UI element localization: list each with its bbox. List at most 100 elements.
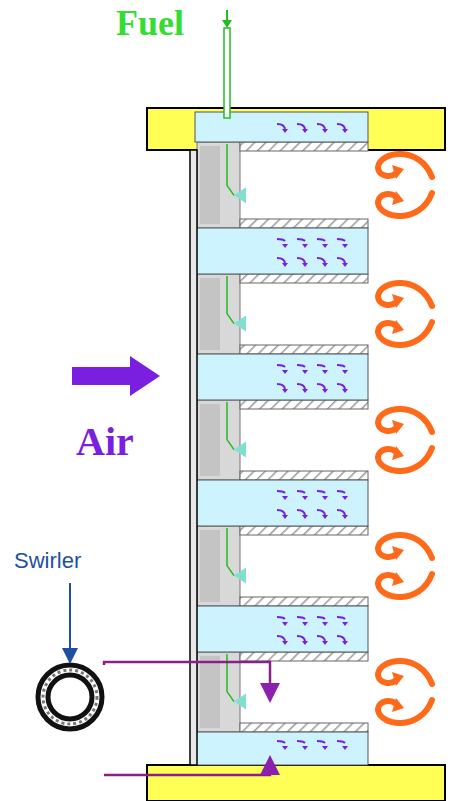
air-channel: [195, 228, 368, 274]
flame-swirl-head: [392, 672, 404, 686]
fuel-manifold: [200, 530, 220, 602]
air-jet: [317, 491, 325, 493]
air-channel: [195, 480, 368, 526]
air-jet-head: [342, 263, 348, 267]
air-jet-head: [342, 515, 348, 519]
air-jet-head: [342, 641, 348, 645]
air-jet-head: [322, 746, 328, 750]
liner: [240, 345, 368, 354]
top-plate: [147, 108, 445, 150]
fuel-line: [227, 276, 234, 324]
swirler-vanes: [43, 670, 97, 724]
flame-swirl-head: [392, 420, 404, 434]
fuel-line: [227, 144, 234, 195]
fuel-line: [227, 528, 234, 576]
liner: [240, 597, 368, 606]
swirler-label: Swirler: [14, 548, 81, 574]
air-jet-head: [302, 746, 308, 750]
air-jet-head: [322, 496, 328, 500]
fuel-chamber: [197, 274, 240, 354]
swirler-bracket: [104, 760, 270, 775]
liner: [240, 526, 368, 535]
air-jet-head: [282, 622, 288, 626]
air-jet-head: [282, 244, 288, 248]
fuel-spray: [234, 187, 246, 203]
air-jet-head: [322, 370, 328, 374]
air-jet: [297, 617, 305, 619]
fuel-spray: [234, 316, 246, 332]
liner: [240, 274, 368, 283]
air-jet-head: [302, 263, 308, 267]
fuel-line: [227, 402, 234, 450]
air-jet: [317, 239, 325, 241]
air-jet: [297, 239, 305, 241]
air-jet-head: [322, 389, 328, 393]
flame-swirl-head: [392, 572, 404, 586]
flame-swirl: [378, 409, 432, 432]
back-wall: [190, 150, 197, 765]
air-jet: [297, 491, 305, 493]
air-jet-head: [282, 263, 288, 267]
air-jet: [337, 365, 345, 367]
air-jet: [337, 491, 345, 493]
air-jet-head: [342, 622, 348, 626]
swirler-bracket: [104, 662, 270, 698]
fuel-chamber: [197, 142, 240, 228]
flame-swirl: [378, 574, 432, 597]
flame-swirl-head: [392, 546, 404, 560]
air-jet: [277, 617, 285, 619]
flame-swirl-head: [392, 165, 404, 179]
fuel-spray: [234, 442, 246, 458]
flame-swirl-head: [392, 320, 404, 334]
air-jet-head: [282, 389, 288, 393]
air-jet-head: [302, 389, 308, 393]
air-jet: [297, 365, 305, 367]
air-jet-head: [302, 622, 308, 626]
air-jet-head: [322, 515, 328, 519]
air-jet-head: [302, 496, 308, 500]
air-channel: [195, 606, 368, 652]
air-jet: [277, 491, 285, 493]
air-jet-head: [322, 129, 328, 133]
air-label: Air: [76, 418, 134, 465]
air-jet-head: [282, 515, 288, 519]
air-jet: [277, 365, 285, 367]
bottom-plate: [147, 765, 445, 801]
flame-swirl-head: [392, 294, 404, 308]
flame-swirl: [378, 193, 432, 216]
air-jet-head: [342, 244, 348, 248]
swirler-ring: [48, 675, 92, 719]
flame-swirl: [378, 535, 432, 558]
air-channel: [195, 354, 368, 400]
air-jet: [317, 365, 325, 367]
air-jet: [297, 741, 305, 743]
air-jet-head: [342, 370, 348, 374]
air-jet: [337, 239, 345, 241]
liner: [240, 400, 368, 409]
flame-swirl: [378, 661, 432, 684]
air-jet-head: [302, 370, 308, 374]
air-jet-head: [342, 389, 348, 393]
liner: [240, 142, 368, 151]
air-jet: [317, 741, 325, 743]
air-jet-head: [282, 370, 288, 374]
liner: [240, 471, 368, 480]
air-jet-head: [302, 641, 308, 645]
air-jet: [317, 617, 325, 619]
air-jet-head: [302, 515, 308, 519]
air-jet-head: [302, 129, 308, 133]
air-jet: [337, 741, 345, 743]
fuel-arrow-head: [222, 20, 232, 28]
fuel-spray: [234, 568, 246, 584]
flame-swirl-head: [392, 191, 404, 205]
flame-swirl: [378, 448, 432, 471]
flame-swirl: [378, 322, 432, 345]
air-channel: [195, 732, 368, 765]
liner: [240, 219, 368, 228]
air-jet-head: [342, 496, 348, 500]
fuel-manifold: [200, 146, 220, 224]
fuel-chamber: [197, 652, 240, 732]
air-jet-head: [282, 746, 288, 750]
flame-swirl: [378, 283, 432, 306]
air-jet-head: [322, 622, 328, 626]
